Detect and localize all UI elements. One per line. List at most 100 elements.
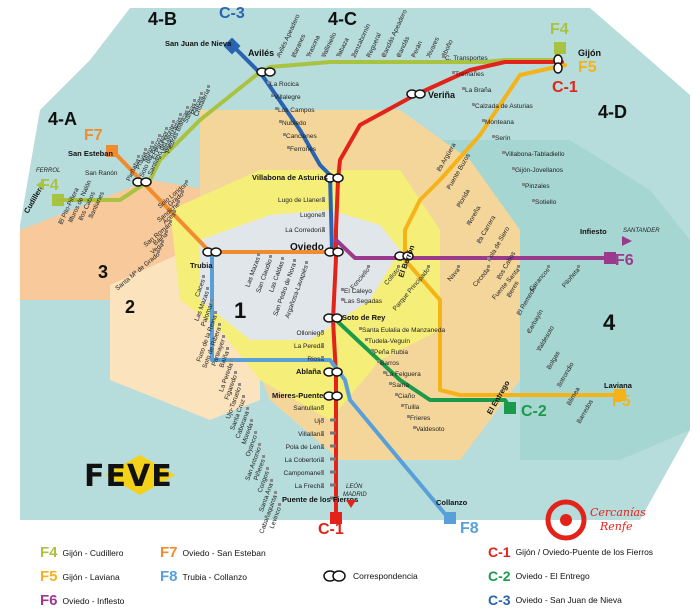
station-dot[interactable]: [292, 53, 295, 56]
station-dot[interactable]: [185, 180, 188, 183]
station-dot[interactable]: [401, 404, 404, 407]
station-dot[interactable]: [322, 53, 325, 56]
station-dot[interactable]: [472, 103, 475, 106]
station-dot[interactable]: [79, 216, 82, 219]
station-dot[interactable]: [305, 261, 308, 264]
station-dot[interactable]: [158, 134, 161, 137]
station-dot[interactable]: [179, 113, 182, 116]
station-dot[interactable]: [283, 133, 286, 136]
station-dot[interactable]: [206, 287, 209, 290]
station-dot[interactable]: [457, 203, 460, 206]
station-dot[interactable]: [377, 360, 380, 363]
station-dot[interactable]: [341, 298, 344, 301]
station-dot[interactable]: [577, 265, 580, 268]
station-dot[interactable]: [69, 218, 72, 221]
station-dot[interactable]: [447, 185, 450, 188]
station-dot[interactable]: [522, 183, 525, 186]
station-dot[interactable]: [321, 405, 324, 408]
station-dot[interactable]: [365, 338, 368, 341]
station-dot[interactable]: [161, 240, 164, 243]
terminal-san-esteban[interactable]: [106, 145, 118, 157]
interchange-trubia[interactable]: [202, 247, 222, 257]
station-dot[interactable]: [371, 349, 374, 352]
line-f5[interactable]: [403, 63, 622, 397]
station-dot[interactable]: [321, 418, 324, 421]
station-dot[interactable]: [274, 491, 277, 494]
station-dot[interactable]: [442, 53, 445, 56]
station-dot[interactable]: [275, 107, 278, 110]
station-dot[interactable]: [258, 443, 261, 446]
station-dot[interactable]: [527, 329, 530, 332]
station-dot[interactable]: [367, 265, 370, 268]
station-dot[interactable]: [452, 71, 455, 74]
interchange-soto-de-rey[interactable]: [323, 313, 343, 323]
station-dot[interactable]: [395, 393, 398, 396]
station-dot[interactable]: [322, 227, 325, 230]
station-dot[interactable]: [137, 155, 140, 158]
station-dot[interactable]: [177, 200, 180, 203]
terminal-puente-fierros[interactable]: [330, 512, 342, 524]
station-dot[interactable]: [462, 87, 465, 90]
station-dot[interactable]: [165, 230, 168, 233]
station-dot[interactable]: [517, 265, 520, 268]
station-dot[interactable]: [321, 444, 324, 447]
station-dot[interactable]: [277, 53, 280, 56]
terminal-infiesto[interactable]: [604, 252, 616, 264]
station-dot[interactable]: [89, 214, 92, 217]
station-dot[interactable]: [270, 479, 273, 482]
station-dot[interactable]: [242, 395, 245, 398]
station-dot[interactable]: [271, 94, 274, 97]
station-dot[interactable]: [537, 347, 540, 350]
interchange-verina[interactable]: [406, 89, 426, 99]
terminal-collanzo[interactable]: [444, 512, 456, 524]
station-dot[interactable]: [172, 120, 175, 123]
station-dot[interactable]: [397, 265, 400, 268]
interchange-gijon[interactable]: [553, 54, 563, 74]
station-dot[interactable]: [246, 407, 249, 410]
station-dot[interactable]: [321, 343, 324, 346]
station-dot[interactable]: [359, 327, 362, 330]
station-dot[interactable]: [165, 127, 168, 130]
terminal-el-entrego[interactable]: [504, 402, 516, 414]
station-dot[interactable]: [397, 53, 400, 56]
station-dot[interactable]: [321, 431, 324, 434]
station-dot[interactable]: [437, 167, 440, 170]
station-dot[interactable]: [193, 99, 196, 102]
station-dot[interactable]: [269, 255, 272, 258]
station-dot[interactable]: [577, 419, 580, 422]
station-dot[interactable]: [337, 53, 340, 56]
station-dot[interactable]: [482, 119, 485, 122]
station-dot[interactable]: [307, 53, 310, 56]
station-dot[interactable]: [250, 419, 253, 422]
terminal-gijon[interactable]: [554, 42, 566, 54]
station-dot[interactable]: [352, 53, 355, 56]
interchange-oviedo[interactable]: [324, 247, 344, 257]
station-dot[interactable]: [218, 323, 221, 326]
interchange-san-ranon[interactable]: [132, 177, 152, 187]
line-c1[interactable]: [331, 60, 564, 522]
station-dot[interactable]: [151, 141, 154, 144]
station-dot[interactable]: [487, 257, 490, 260]
station-dot[interactable]: [59, 220, 62, 223]
station-dot[interactable]: [321, 470, 324, 473]
station-dot[interactable]: [210, 299, 213, 302]
station-dot[interactable]: [532, 199, 535, 202]
station-dot[interactable]: [287, 146, 290, 149]
station-dot[interactable]: [517, 311, 520, 314]
station-dot[interactable]: [367, 53, 370, 56]
line-f6[interactable]: [334, 238, 612, 260]
station-dot[interactable]: [222, 335, 225, 338]
station-dot[interactable]: [442, 55, 445, 58]
station-dot[interactable]: [321, 330, 324, 333]
station-dot[interactable]: [547, 265, 550, 268]
station-dot[interactable]: [467, 221, 470, 224]
station-dot[interactable]: [487, 265, 490, 268]
station-dot[interactable]: [457, 265, 460, 268]
station-dot[interactable]: [144, 148, 147, 151]
station-dot[interactable]: [238, 383, 241, 386]
station-dot[interactable]: [173, 210, 176, 213]
station-dot[interactable]: [383, 371, 386, 374]
station-dot[interactable]: [557, 383, 560, 386]
interchange-aviles[interactable]: [256, 67, 276, 77]
station-dot[interactable]: [234, 371, 237, 374]
